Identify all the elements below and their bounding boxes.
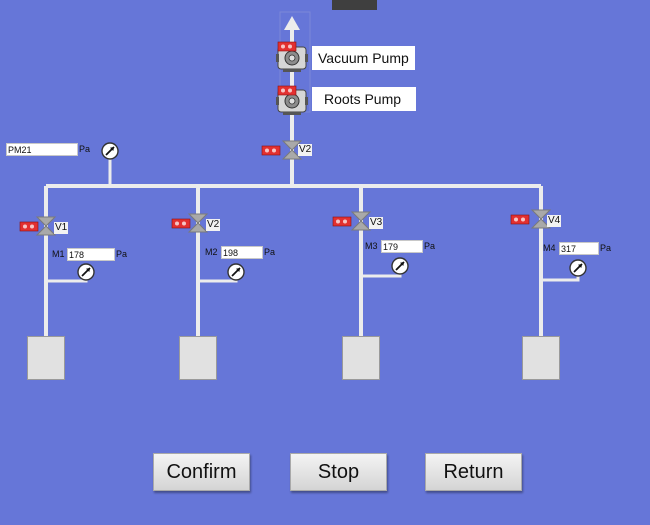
gauge-field-3: M3 179 Pa [365, 240, 443, 253]
roots-pump-status-icon [277, 85, 297, 96]
pressure-gauge-icon-3 [391, 257, 409, 275]
gauge-unit-4: Pa [600, 243, 612, 253]
valve-icon-2[interactable] [188, 213, 208, 233]
pressure-gauge-icon-2 [227, 263, 245, 281]
valve-status-icon-3 [332, 216, 352, 227]
valve-status-icon-4 [510, 214, 530, 225]
valve-status-icon-1 [19, 221, 39, 232]
chamber-tank-4[interactable] [522, 336, 560, 380]
gauge-value-2: 198 [221, 246, 263, 259]
gauge-value-3: 179 [381, 240, 423, 253]
vacuum-pump-status-icon [277, 41, 297, 52]
gauge-field-2: M2 198 Pa [205, 246, 283, 259]
valve-label-4: V4 [547, 215, 562, 227]
chamber-tank-3[interactable] [342, 336, 380, 380]
chamber-tank-2[interactable] [179, 336, 217, 380]
gauge-tag-2: M2 [205, 247, 218, 257]
pressure-gauge-icon-4 [569, 259, 587, 277]
gauge-value-1: 178 [67, 248, 115, 261]
main-gauge-tag: PM [8, 145, 22, 155]
confirm-button[interactable]: Confirm [153, 453, 250, 491]
main-pressure-gauge-icon [101, 142, 119, 160]
up-arrow-icon [284, 16, 300, 30]
valve-icon-3[interactable] [351, 211, 371, 231]
main-valve-status-icon [261, 145, 281, 156]
main-gauge-unit: Pa [79, 144, 91, 154]
gauge-field-1: M1 178 Pa [52, 248, 132, 261]
pressure-gauge-icon-1 [77, 263, 95, 281]
gauge-tag-3: M3 [365, 241, 378, 251]
gauge-unit-2: Pa [264, 247, 276, 257]
gauge-tag-1: M1 [52, 249, 65, 259]
gauge-field-4: M4 317 Pa [543, 242, 619, 255]
stop-button[interactable]: Stop [290, 453, 387, 491]
valve-label-3: V3 [369, 217, 384, 229]
valve-icon-1[interactable] [36, 216, 56, 236]
collapse-handle[interactable] [332, 0, 377, 10]
gauge-value-4: 317 [559, 242, 599, 255]
chamber-tank-1[interactable] [27, 336, 65, 380]
gauge-unit-1: Pa [116, 249, 128, 259]
return-button[interactable]: Return [425, 453, 522, 491]
valve-label-2: V2 [206, 219, 221, 231]
main-valve-label: V2 [298, 144, 313, 156]
main-gauge-box: PM21 [6, 143, 78, 156]
valve-label-1: V1 [54, 222, 69, 234]
vacuum-pump-label: Vacuum Pump [312, 46, 415, 70]
roots-pump-label: Roots Pump [312, 87, 416, 111]
gauge-unit-3: Pa [424, 241, 436, 251]
main-gauge-value: 21 [21, 145, 32, 155]
main-gauge-field: PM21 Pa [6, 143, 90, 156]
valve-status-icon-2 [171, 218, 191, 229]
gauge-tag-4: M4 [543, 243, 556, 253]
